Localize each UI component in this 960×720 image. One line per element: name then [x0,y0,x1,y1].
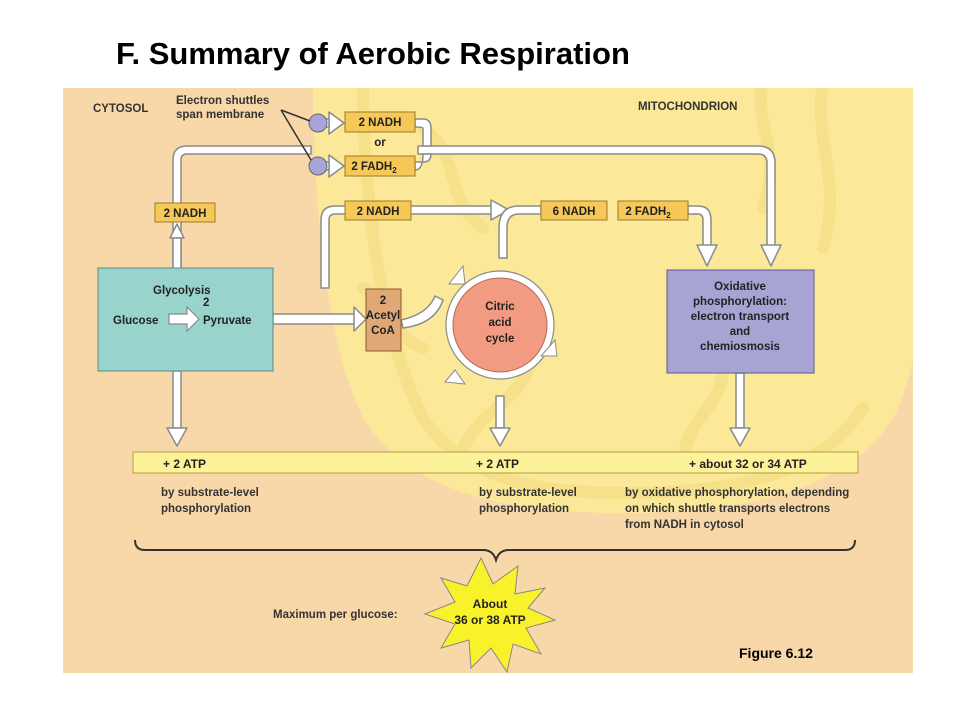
arrowhead-oxphos-atp [729,427,751,447]
arrow-acetyl-to-citric [400,295,444,329]
citric-line1: Citric [485,301,515,313]
citric-line2: acid [488,317,511,329]
citric-cycle-circle [452,277,548,373]
arrow-oxphos-down [735,372,745,429]
oxphos-line1: Oxidative [714,281,766,293]
shuttle-nadh-carrier [308,113,328,133]
cycle-arrowhead-top [447,264,466,285]
oxphos-line3: electron transport [691,311,790,323]
note-glycolysis-line2: phosphorylation [161,503,251,515]
arrowhead-to-acetyl [353,306,367,332]
citric-fadh2-subscript: 2 [666,211,671,220]
note-oxphos-line1: by oxidative phosphorylation, depending [625,487,849,499]
arrow-glycolysis-up-stem [172,237,182,271]
acetyl-nadh-box [344,200,412,221]
atp-star-burst [423,556,557,673]
shuttle-fadh2-box [344,155,416,177]
star-line1: About [473,597,508,611]
arrow-shuttle-merge [414,118,432,171]
acetyl-line2: Acetyl [366,310,401,322]
oxphos-line2: phosphorylation: [693,296,787,308]
cycle-arrowhead-bottom [444,369,467,385]
atp-glycolysis: + 2 ATP [163,457,206,471]
note-oxphos-line3: from NADH in cytosol [625,519,744,531]
arrow-citric-down [495,395,505,429]
arrow-glycolysis-down [172,370,182,429]
citric-fadh2-box [617,200,689,221]
shuttle-fadh2-text: 2 FADH2 [351,161,397,175]
atp-bar [132,451,859,474]
note-glycolysis-line1: by substrate-level [161,487,259,499]
summary-brace [134,539,856,564]
oxphos-line5: chemiosmosis [700,341,780,353]
citric-fadh2-text: 2 FADH2 [625,206,671,220]
shuttle-nadh-box [344,111,416,133]
atp-oxphos: + about 32 or 34 ATP [689,457,807,471]
glycolysis-pyruvate: Pyruvate [203,315,252,327]
shuttle-label-line1: Electron shuttles [176,95,269,107]
acetyl-coa-box [365,288,402,352]
shuttle-or-text: or [374,137,386,149]
acetyl-nadh-text: 2 NADH [357,206,400,218]
shuttle-fadh2-carrier [308,156,328,176]
glucose-to-pyruvate-arrow [168,305,200,333]
glycolysis-title: Glycolysis [153,285,211,297]
shuttle-nadh-text: 2 NADH [359,117,402,129]
shuttle-label-line2: span membrane [176,109,264,121]
arrowhead-to-citric-nadh [490,199,510,221]
oxphos-box [666,269,815,374]
atp-citric: + 2 ATP [476,457,519,471]
acetyl-line1: 2 [380,295,386,307]
glycolysis-glucose: Glucose [113,315,158,327]
citric-nadh-box [540,200,608,221]
note-citric-line2: phosphorylation [479,503,569,515]
arrowhead-glycolysis-atp [166,427,188,447]
maximum-label: Maximum per glucose: [273,609,398,621]
citric-nadh-text: 6 NADH [553,206,596,218]
arrowhead-citric-atp [489,427,511,447]
oxphos-line4: and [730,326,750,338]
figure-label: Figure 6.12 [739,645,813,661]
aerobic-respiration-diagram: CYTOSOL MITOCHONDRION Electron shuttles … [63,88,913,673]
arrowhead-to-oxphos-mid [696,244,718,267]
note-citric-line1: by substrate-level [479,487,577,499]
arrowhead-to-oxphos-top [760,244,782,267]
shuttle-fadh2-subscript: 2 [392,166,397,175]
arrow-shuttle-loop [172,145,312,297]
acetyl-line3: CoA [371,325,395,337]
glycolysis-count: 2 [203,297,209,309]
glycolysis-nadh-box [154,202,216,223]
arrow-pyruvate-to-acetyl [272,313,356,325]
citric-line3: cycle [486,333,515,345]
star-line2: 36 or 38 ATP [454,613,525,627]
slide-title: F. Summary of Aerobic Respiration [116,36,630,71]
note-oxphos-line2: on which shuttle transports electrons [625,503,830,515]
glycolysis-nadh-text: 2 NADH [164,208,207,220]
cycle-arrowhead-right [539,338,558,357]
mitochondrion-label: MITOCHONDRION [638,101,737,113]
cytosol-label: CYTOSOL [93,103,148,115]
